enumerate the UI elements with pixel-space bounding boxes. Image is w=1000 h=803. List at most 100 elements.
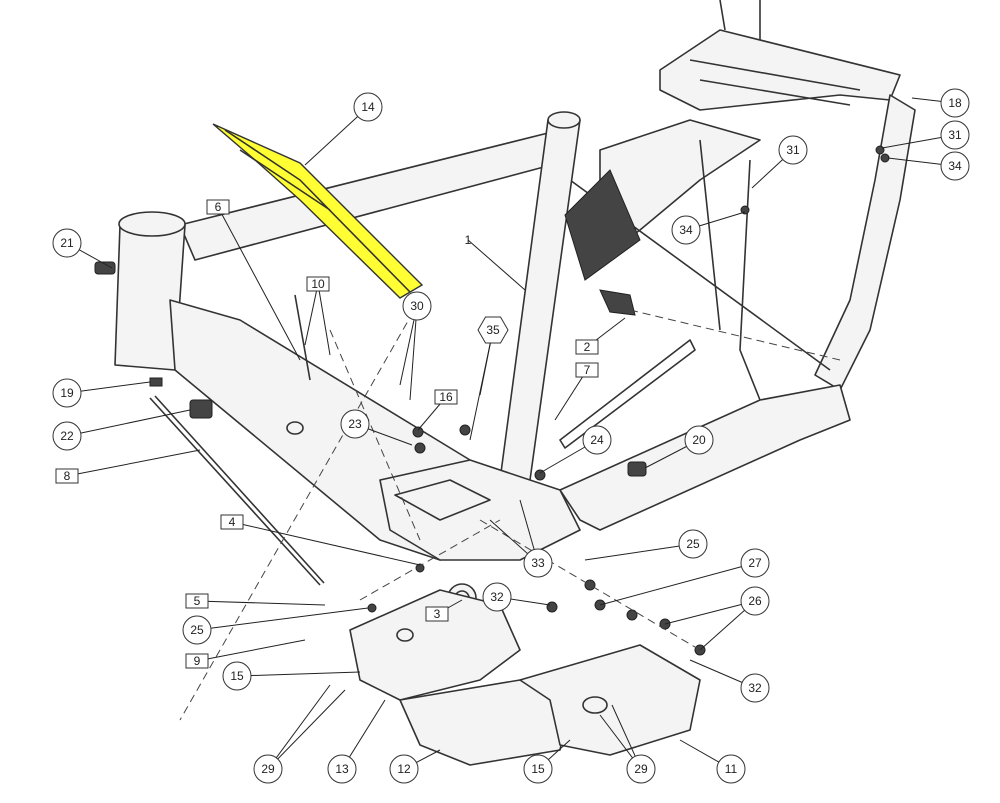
callout-circle xyxy=(940,88,970,118)
leader-line xyxy=(317,283,331,356)
callout-18: 18 xyxy=(911,88,970,118)
callout-label: 20 xyxy=(692,433,706,447)
leader-line xyxy=(267,689,346,770)
callout-20: 20 xyxy=(644,425,714,469)
callout-box xyxy=(434,389,458,405)
callout-label: 14 xyxy=(361,100,375,114)
rear-upright xyxy=(814,94,916,391)
callout-22: 22 xyxy=(52,409,191,451)
callout-label: 24 xyxy=(590,433,604,447)
callout-5: 5 xyxy=(185,593,326,609)
callout-label: 8 xyxy=(64,469,71,483)
cable-guide xyxy=(564,169,641,281)
callout-circle xyxy=(671,215,701,245)
callout-circle xyxy=(222,661,252,691)
callout-circle xyxy=(327,754,357,784)
callout-label: 3 xyxy=(434,607,441,621)
leader-line xyxy=(196,639,306,662)
callout-circle xyxy=(353,92,383,122)
callout-circle xyxy=(52,421,82,451)
part-19 xyxy=(149,377,163,387)
leader-line xyxy=(231,521,421,566)
callout-label: 22 xyxy=(60,429,74,443)
callout-13: 13 xyxy=(327,699,386,784)
leader-line xyxy=(66,409,191,437)
callout-circle xyxy=(778,135,808,165)
callout-box xyxy=(185,653,209,669)
part-13-cover xyxy=(349,589,521,701)
callout-label: 34 xyxy=(948,159,962,173)
callout-9: 9 xyxy=(185,639,306,669)
part-2 xyxy=(599,289,636,316)
part-20 xyxy=(627,461,647,477)
callout-19: 19 xyxy=(52,378,151,408)
callout-34: 34 xyxy=(671,211,746,245)
callout-circle xyxy=(684,425,714,455)
callout-box xyxy=(55,468,79,484)
callout-16: 16 xyxy=(417,389,458,431)
callout-label: 33 xyxy=(531,556,545,570)
leader-line xyxy=(467,239,526,291)
callout-label: 13 xyxy=(335,762,349,776)
leader-line xyxy=(554,369,588,421)
callout-32: 32 xyxy=(482,582,551,612)
callout-31: 31 xyxy=(881,120,970,150)
callout-label: 23 xyxy=(348,417,362,431)
leader-line xyxy=(217,206,301,361)
callout-33: 33 xyxy=(489,499,553,578)
callout-label: 18 xyxy=(948,96,962,110)
callout-label: 10 xyxy=(311,277,325,291)
callout-box xyxy=(575,362,599,378)
leader-line xyxy=(664,600,756,625)
callout-label: 5 xyxy=(194,594,201,608)
callout-label: 4 xyxy=(229,515,236,529)
callout-box xyxy=(425,606,449,622)
callout-11: 11 xyxy=(679,739,746,784)
callout-circle xyxy=(182,615,212,645)
callout-circle xyxy=(402,291,432,321)
callout-circle xyxy=(52,378,82,408)
callout-circle xyxy=(482,582,512,612)
callout-6: 6 xyxy=(206,199,301,361)
callout-circle xyxy=(52,228,82,258)
callout-25: 25 xyxy=(584,529,708,561)
callout-15: 15 xyxy=(222,661,361,691)
callout-circle xyxy=(940,120,970,150)
callout-26: 26 xyxy=(664,586,770,651)
part-2-guide xyxy=(559,339,696,449)
callout-4: 4 xyxy=(220,514,421,566)
callout-circle xyxy=(740,586,770,616)
callout-label: 15 xyxy=(230,669,244,683)
callout-label: 16 xyxy=(439,390,453,404)
callout-29: 29 xyxy=(599,704,656,784)
callout-circle xyxy=(523,754,553,784)
callout-label: 27 xyxy=(748,556,762,570)
callout-15: 15 xyxy=(523,739,571,784)
callout-label: 11 xyxy=(725,762,738,776)
callout-label: 7 xyxy=(584,363,591,377)
callout-27: 27 xyxy=(599,548,770,606)
callout-10: 10 xyxy=(304,276,331,356)
callout-21: 21 xyxy=(52,228,113,269)
leader-line xyxy=(599,562,756,606)
part-8 xyxy=(149,395,325,586)
callout-31: 31 xyxy=(751,135,808,189)
callout-label: 29 xyxy=(261,762,275,776)
callout-32: 32 xyxy=(689,659,770,703)
part-21 xyxy=(94,261,116,275)
callout-7: 7 xyxy=(554,362,599,421)
leader-line xyxy=(66,449,201,477)
callout-circle xyxy=(626,754,656,784)
callout-35: 35 xyxy=(469,316,509,441)
callout-circle xyxy=(740,673,770,703)
callout-1: 1 xyxy=(465,233,526,291)
callout-2: 2 xyxy=(575,317,626,355)
callout-3: 3 xyxy=(425,599,463,622)
leader-line xyxy=(469,329,494,441)
callout-25: 25 xyxy=(182,607,369,645)
callout-label: 30 xyxy=(410,299,424,313)
callout-box xyxy=(220,514,244,530)
part-22 xyxy=(189,399,213,419)
